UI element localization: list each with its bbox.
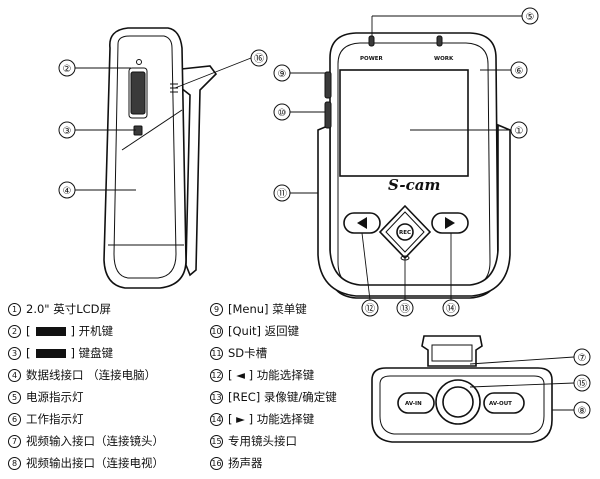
callout-12: ⑫ — [361, 299, 379, 317]
side-body-inner — [113, 35, 177, 279]
rec-key — [396, 223, 414, 241]
svg-text:⑩: ⑩ — [278, 108, 287, 119]
av-out-port — [483, 392, 525, 414]
av-in-label: AV-IN — [405, 401, 422, 407]
callout-11: ⑪ — [273, 184, 291, 202]
right-arrow-icon — [445, 217, 455, 229]
power-symbol-icon — [136, 59, 142, 65]
brand-logo: S-cam — [388, 176, 440, 194]
callout-10: ⑩ — [273, 103, 291, 121]
callout-2: ② — [58, 59, 76, 77]
quit-key — [324, 101, 332, 129]
callout-4: ④ — [58, 181, 76, 199]
svg-text:⑥: ⑥ — [515, 66, 524, 77]
svg-text:④: ④ — [63, 186, 72, 197]
svg-text:⑭: ⑭ — [446, 303, 456, 315]
svg-text:⑦: ⑦ — [578, 353, 587, 364]
bottom-view: AV-IN AV-OUT — [371, 335, 553, 443]
power-key-frame — [128, 67, 148, 119]
power-key — [130, 71, 146, 115]
left-arrow-icon — [357, 217, 367, 229]
leader-lines — [75, 15, 575, 411]
lens-port — [442, 386, 474, 418]
callout-9: ⑨ — [273, 64, 291, 82]
callout-1: ① — [510, 121, 528, 139]
side-diagonal — [121, 109, 183, 151]
rec-key-label: REC — [399, 230, 411, 236]
callout-16: ⑯ — [250, 49, 268, 67]
power-led-label: POWER — [360, 56, 384, 62]
callouts: ⑤ ② ⑯ ⑨ ⑥ ⑩ ③ ① ④ ⑪ ⑫ ⑬ ⑭ ⑦ ⑮ ⑧ — [58, 7, 591, 419]
callout-8: ⑧ — [573, 401, 591, 419]
svg-text:①: ① — [515, 126, 524, 137]
svg-text:⑬: ⑬ — [400, 303, 410, 315]
svg-text:⑯: ⑯ — [254, 53, 264, 65]
callout-3: ③ — [58, 121, 76, 139]
callout-13: ⑬ — [396, 299, 414, 317]
callout-7: ⑦ — [573, 348, 591, 366]
svg-text:⑫: ⑫ — [365, 303, 375, 315]
side-body — [103, 27, 187, 289]
svg-text:⑮: ⑮ — [577, 378, 587, 390]
callout-14: ⑭ — [442, 299, 460, 317]
side-view — [103, 27, 218, 289]
work-led-label: WORK — [434, 56, 454, 62]
bottom-clip — [421, 335, 483, 367]
svg-text:③: ③ — [63, 126, 72, 137]
svg-text:⑨: ⑨ — [278, 69, 287, 80]
work-led — [436, 35, 443, 47]
lock-icon — [133, 125, 143, 136]
callout-5: ⑤ — [521, 7, 539, 25]
svg-text:②: ② — [63, 64, 72, 75]
av-in-port — [397, 392, 435, 414]
callout-15: ⑮ — [573, 374, 591, 392]
av-out-label: AV-OUT — [489, 401, 512, 407]
front-view: POWER WORK S-cam REC — [317, 32, 511, 299]
callout-6: ⑥ — [510, 61, 528, 79]
svg-text:⑤: ⑤ — [526, 12, 535, 23]
power-led — [368, 35, 375, 47]
menu-key — [324, 71, 332, 99]
svg-text:⑧: ⑧ — [578, 406, 587, 417]
svg-text:⑪: ⑪ — [277, 188, 287, 200]
lcd-screen — [339, 69, 469, 177]
